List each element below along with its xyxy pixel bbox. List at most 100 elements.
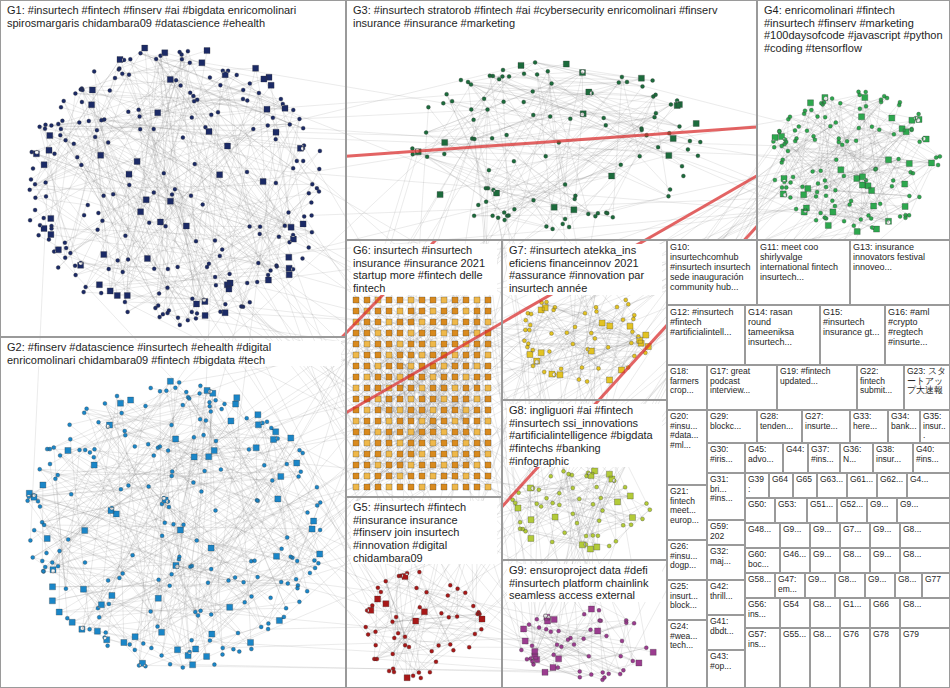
group-box: G50: — [745, 498, 775, 523]
group-box: G79 — [900, 628, 950, 688]
group-label: G51... — [810, 500, 834, 510]
group-label: G56: ins... — [748, 600, 777, 619]
group-label: G22: fintech submit... — [860, 367, 901, 396]
group-label: G76 — [843, 630, 867, 640]
group-label: G13: insurance innovators festival innov… — [853, 242, 947, 272]
vertex-dots — [353, 297, 491, 490]
group-box: G13: insurance innovators festival innov… — [850, 240, 950, 305]
group-label: G26: #insu... dogp... — [670, 542, 704, 571]
group-box: G41: dbdt... — [707, 615, 745, 650]
group-label: G8... — [813, 600, 837, 610]
group-box: G34: bank... — [888, 410, 920, 443]
group-label: G18: farmers crop... — [670, 367, 704, 396]
group-box: G1: #insurtech #fintech #finserv #ai #bi… — [0, 0, 346, 337]
group-box: G8... — [900, 598, 950, 628]
group-label: G7... — [843, 525, 867, 535]
group-label: G5: #insurtech #fintech #insurance insur… — [351, 501, 497, 564]
group-box: G9... — [810, 548, 840, 573]
group-box: G8... — [895, 573, 922, 598]
group-label: G6: insurtech #insurtech insurance #insu… — [351, 244, 497, 295]
group-label: G77 — [925, 575, 947, 585]
group-box: G9: ensuroproject data #defi #insurtech … — [502, 560, 667, 688]
group-box: G8... — [835, 573, 865, 598]
group-label: G30: #iris... — [710, 445, 742, 464]
group-label: G43: #op... — [710, 652, 742, 671]
group-label: G29: blockc... — [710, 412, 754, 431]
group-label: G53: — [778, 500, 804, 510]
group-box: G30: #iris... — [707, 443, 745, 473]
group-box: G9... — [780, 523, 810, 548]
group-box: G44: — [783, 443, 808, 473]
group-label: G4: enricomolinari #fintech #insurtech #… — [762, 4, 945, 55]
group-box: G22: fintech submit... — [857, 365, 904, 410]
group-box: G17: great podcast interview... — [707, 365, 777, 410]
group-box: G9... — [870, 523, 900, 548]
group-label: G66 — [873, 600, 897, 610]
group-label: G54 — [783, 600, 807, 610]
group-box: G24: #wea... tech... — [667, 620, 707, 688]
group-box: G1... — [840, 598, 870, 628]
group-label: G63... — [820, 475, 844, 485]
group-box: G31: bri... #ins... — [707, 473, 745, 520]
group-label: G9... — [813, 550, 837, 560]
group-box: G63... — [817, 473, 847, 498]
group-label: G61... — [850, 475, 874, 485]
group-label: G9... — [870, 500, 894, 510]
group-label: G79 — [903, 630, 947, 640]
group-box: G9... — [865, 573, 895, 598]
group-box: G45: advo... — [745, 443, 783, 473]
group-label: G48... — [748, 525, 777, 535]
group-box: G11: meet coo shirlyvalge international … — [757, 240, 850, 305]
group-label: G10: insurtechcomhub #insurtech insurtec… — [670, 242, 754, 292]
group-label: G23: スタートアップ大速報 — [907, 367, 947, 396]
group-label: G55... — [783, 630, 807, 640]
group-label: G60: boc... — [748, 550, 777, 569]
group-box: G7... — [840, 523, 870, 548]
group-label: G32: maj... — [710, 547, 742, 566]
group-box: G9... — [870, 548, 900, 573]
group-link — [346, 127, 757, 156]
group-box: G9... — [810, 523, 840, 548]
group-box: G46... — [780, 548, 810, 573]
group-box: G53: — [775, 498, 807, 523]
group-box: G20: #insu... #data... #ml... — [667, 410, 707, 485]
group-box: G2: #finserv #datascience #insurtech #eh… — [0, 337, 346, 688]
group-label: G8... — [813, 630, 837, 640]
group-box: G6: insurtech #insurtech insurance #insu… — [346, 240, 502, 497]
group-box: G42: thrill... — [707, 580, 745, 615]
group-box: G16: #aml #crypto #regtech #insurte... — [885, 305, 950, 365]
group-box: G14: rasan round tameeniksa insurtech... — [745, 305, 820, 365]
group-label: G40: #ins... — [916, 445, 947, 464]
group-box: G25: insurt... block... — [667, 580, 707, 620]
group-box: G33: here... — [850, 410, 888, 443]
group-label: G9... — [900, 500, 947, 510]
group-label: G14: rasan round tameeniksa insurtech... — [748, 307, 817, 347]
group-box: G62... — [877, 473, 907, 498]
group-box: G65 — [793, 473, 817, 498]
group-box: G43: #op... — [707, 650, 745, 688]
group-box: G9... — [897, 498, 950, 523]
group-box: G19: #fintech updated... — [777, 365, 857, 410]
group-label: G8... — [903, 525, 947, 535]
group-box: G40: #ins... — [913, 443, 950, 473]
group-box: G8... — [900, 548, 950, 573]
group-label: G27: insurte... — [805, 412, 847, 431]
group-box: G66 — [870, 598, 900, 628]
group-label: G16: #aml #crypto #regtech #insurte... — [888, 307, 947, 347]
group-label: G24: #wea... tech... — [670, 622, 704, 651]
group-label: G57: ins... — [748, 630, 777, 649]
group-box: G4... — [907, 473, 950, 498]
group-label: G39: — [748, 475, 766, 494]
vertex-dots — [26, 378, 323, 669]
vertex-dots — [511, 468, 652, 552]
group-box: G27: insurte... — [802, 410, 850, 443]
group-label: G33: here... — [853, 412, 885, 431]
group-label: G9... — [873, 550, 897, 560]
group-label: G7: #insurtech atekka_ins eficiens finan… — [507, 244, 662, 295]
group-box: G28: tenden... — [757, 410, 802, 443]
vertex-dots — [522, 282, 651, 383]
group-box: G26: #insu... dogp... — [667, 540, 707, 580]
group-label: G36: N... — [843, 445, 870, 464]
group-box: G21: fintech meet... europ... — [667, 485, 707, 540]
group-label: G15: #insurtech insurance gt... — [823, 307, 882, 337]
